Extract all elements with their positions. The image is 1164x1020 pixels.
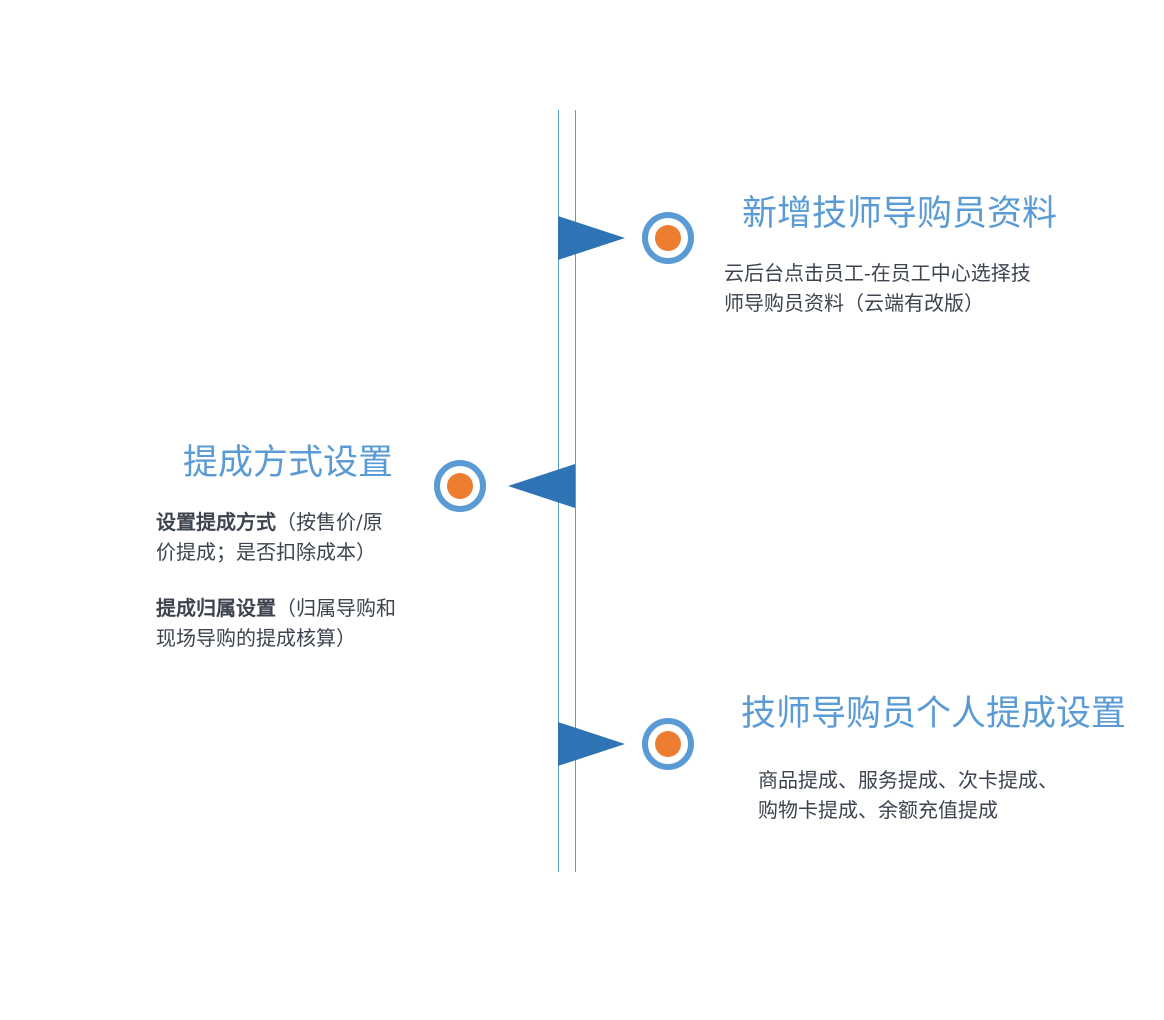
timeline-node-3: [642, 718, 694, 770]
step-1-title: 新增技师导购员资料: [742, 194, 1058, 234]
arrow-left-icon: [508, 464, 575, 508]
step-1-description: 云后台点击员工-在员工中心选择技 师导购员资料（云端有改版）: [724, 258, 1124, 318]
description-line: 云后台点击员工-在员工中心选择技: [724, 261, 1031, 285]
item-text: 价提成；是否扣除成本）: [156, 540, 376, 564]
node-dot: [655, 731, 681, 757]
timeline-node-1: [642, 212, 694, 264]
step-3-description: 商品提成、服务提成、次卡提成、 购物卡提成、余额充值提成: [758, 765, 1158, 825]
item-text: （按售价/原: [276, 510, 383, 534]
item-heading: 设置提成方式: [156, 510, 276, 534]
node-dot: [447, 473, 473, 499]
description-line: 购物卡提成、余额充值提成: [758, 798, 998, 822]
arrow-right-icon: [558, 722, 625, 766]
description-item: 设置提成方式（按售价/原: [156, 507, 476, 537]
description-line: 师导购员资料（云端有改版）: [724, 291, 984, 315]
item-text: （归属导购和: [276, 596, 396, 620]
item-text: 现场导购的提成核算）: [156, 626, 356, 650]
description-item: 提成归属设置（归属导购和: [156, 593, 476, 623]
timeline-node-2: [434, 460, 486, 512]
step-2-title: 提成方式设置: [183, 443, 394, 483]
description-line: 商品提成、服务提成、次卡提成、: [758, 768, 1058, 792]
step-2-description: 设置提成方式（按售价/原 价提成；是否扣除成本） 提成归属设置（归属导购和 现场…: [156, 507, 476, 653]
arrow-right-icon: [558, 216, 625, 260]
step-3-title: 技师导购员个人提成设置: [741, 694, 1127, 734]
node-dot: [655, 225, 681, 251]
timeline-line-right: [575, 110, 576, 872]
item-heading: 提成归属设置: [156, 596, 276, 620]
